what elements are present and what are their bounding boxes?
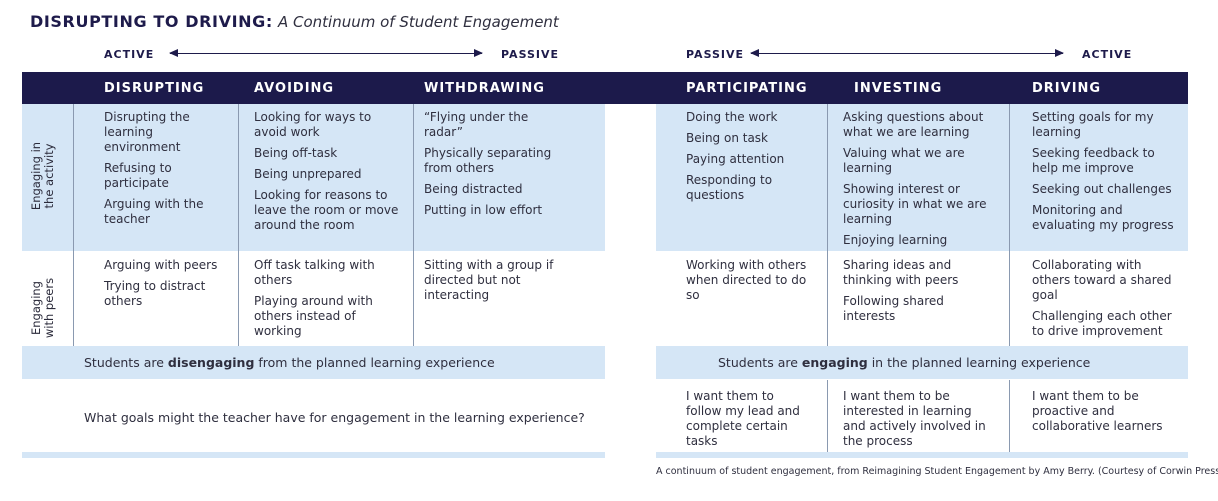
list-item: Looking for reasons to leave the room or… xyxy=(254,188,399,232)
left-axis-end-label: PASSIVE xyxy=(501,48,560,61)
list-item: Putting in low effort xyxy=(424,203,543,217)
list-item: Challenging each other to drive improvem… xyxy=(1032,309,1172,338)
list-item: Setting goals for my learning xyxy=(1032,110,1154,139)
cell-activity-participating: Doing the work Being on task Paying atte… xyxy=(686,110,811,209)
list-item: Sitting with a group if directed but not… xyxy=(424,258,554,302)
summary-engaging: Students are engaging in the planned lea… xyxy=(718,355,1091,370)
activity-band-right xyxy=(656,104,1188,251)
goal-participating: I want them to follow my lead and comple… xyxy=(686,389,800,448)
list-item: Sharing ideas and thinking with peers xyxy=(843,258,959,287)
goal-driving: I want them to be proactive and collabor… xyxy=(1032,389,1163,433)
left-axis-start-label: ACTIVE xyxy=(104,48,155,61)
cell-activity-investing: Asking questions about what we are learn… xyxy=(843,110,1007,254)
list-item: Enjoying learning xyxy=(843,233,948,247)
list-item: Being unprepared xyxy=(254,167,362,181)
list-item: Playing around with others instead of wo… xyxy=(254,294,373,338)
list-item: Collaborating with others toward a share… xyxy=(1032,258,1172,302)
cell-activity-withdrawing: “Flying under the radar” Physically sepa… xyxy=(424,110,564,224)
header-band xyxy=(22,72,1188,104)
right-axis-end-label: ACTIVE xyxy=(1082,48,1133,61)
list-item: Seeking out challenges xyxy=(1032,182,1172,196)
row-label-activity: Engaging in the activity xyxy=(29,141,56,211)
list-item: Arguing with the teacher xyxy=(104,197,204,226)
bottom-band-left xyxy=(22,452,605,458)
goals-divider-2 xyxy=(1009,380,1010,452)
divider-participating-investing xyxy=(827,104,828,346)
list-item: Being off-task xyxy=(254,146,338,160)
col-header-withdrawing: WITHDRAWING xyxy=(424,81,545,96)
activity-band-left xyxy=(22,104,605,251)
teacher-goals-question: What goals might the teacher have for en… xyxy=(84,410,585,425)
cell-peers-disrupting: Arguing with peers Trying to distract ot… xyxy=(104,258,230,315)
list-item: Asking questions about what we are learn… xyxy=(843,110,984,139)
list-item: Off task talking with others xyxy=(254,258,375,287)
col-header-driving: DRIVING xyxy=(1032,81,1102,96)
title-subtitle: A Continuum of Student Engagement xyxy=(277,13,559,31)
row-label-peers: Engaging with peers xyxy=(29,277,56,339)
cell-peers-withdrawing: Sitting with a group if directed but not… xyxy=(424,258,564,309)
goal-investing: I want them to be interested in learning… xyxy=(843,389,986,448)
list-item: “Flying under the radar” xyxy=(424,110,529,139)
row-label-divider xyxy=(73,104,74,346)
list-item: Arguing with peers xyxy=(104,258,218,272)
list-item: Refusing to participate xyxy=(104,161,172,190)
cell-peers-participating: Working with others when directed to do … xyxy=(686,258,811,309)
list-item: Monitoring and evaluating my progress xyxy=(1032,203,1174,232)
list-item: Looking for ways to avoid work xyxy=(254,110,372,139)
list-item: Paying attention xyxy=(686,152,785,166)
cell-activity-driving: Setting goals for my learning Seeking fe… xyxy=(1032,110,1182,239)
col-header-investing: INVESTING xyxy=(854,81,943,96)
list-item: Trying to distract others xyxy=(104,279,206,308)
divider-avoiding-withdrawing xyxy=(413,104,414,346)
cell-activity-avoiding: Looking for ways to avoid work Being off… xyxy=(254,110,404,239)
bottom-band-right xyxy=(656,452,1188,458)
cell-activity-disrupting: Disrupting the learning environment Refu… xyxy=(104,110,230,233)
list-item: Being on task xyxy=(686,131,769,145)
right-double-arrow-icon xyxy=(750,49,1064,57)
list-item: Working with others when directed to do … xyxy=(686,258,807,302)
left-double-arrow-icon xyxy=(169,49,483,57)
col-header-disrupting: DISRUPTING xyxy=(104,81,205,96)
cell-peers-avoiding: Off task talking with others Playing aro… xyxy=(254,258,394,345)
title-main: DISRUPTING TO DRIVING: xyxy=(30,12,273,31)
list-item: Following shared interests xyxy=(843,294,944,323)
goals-divider-1 xyxy=(827,380,828,452)
list-item: Physically separating from others xyxy=(424,146,552,175)
col-header-participating: PARTICIPATING xyxy=(686,81,808,96)
cell-peers-driving: Collaborating with others toward a share… xyxy=(1032,258,1182,345)
list-item: Being distracted xyxy=(424,182,523,196)
list-item: Seeking feedback to help me improve xyxy=(1032,146,1155,175)
list-item: Doing the work xyxy=(686,110,778,124)
divider-disrupting-avoiding xyxy=(238,104,239,346)
figure-caption: A continuum of student engagement, from … xyxy=(656,466,1218,477)
divider-investing-driving xyxy=(1009,104,1010,346)
right-axis-start-label: PASSIVE xyxy=(686,48,745,61)
list-item: Responding to questions xyxy=(686,173,773,202)
cell-peers-investing: Sharing ideas and thinking with peers Fo… xyxy=(843,258,993,330)
list-item: Valuing what we are learning xyxy=(843,146,965,175)
summary-disengaging: Students are disengaging from the planne… xyxy=(84,355,495,370)
page-title: DISRUPTING TO DRIVING: A Continuum of St… xyxy=(30,12,559,31)
list-item: Disrupting the learning environment xyxy=(104,110,190,154)
summary-band-left xyxy=(22,346,605,379)
summary-band-right xyxy=(656,346,1188,379)
list-item: Showing interest or curiosity in what we… xyxy=(843,182,987,226)
col-header-avoiding: AVOIDING xyxy=(254,81,335,96)
